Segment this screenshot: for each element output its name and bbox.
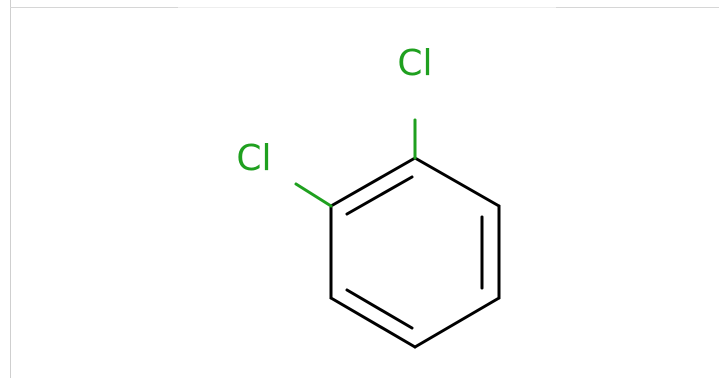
bond-c4-c5 [329,296,417,349]
chlorine-bond-lines [294,118,417,208]
bond-c1-c2 [413,156,501,208]
panel-left-border [10,0,11,378]
panel-top-border-light [178,7,556,8]
bond-c6-cl2 [294,182,333,208]
panel-top-border-right [556,7,719,8]
atom-cl-top: Cl [397,43,432,84]
double-bond-inner-c4-c5 [345,288,414,330]
double-bond-inner-c1-c6 [345,175,414,216]
panel-top-border [10,7,178,8]
bond-c6-c1 [329,156,417,208]
atom-cl-left: Cl [236,138,271,179]
bond-c3-c4 [413,296,501,349]
bond-lines [329,156,501,349]
